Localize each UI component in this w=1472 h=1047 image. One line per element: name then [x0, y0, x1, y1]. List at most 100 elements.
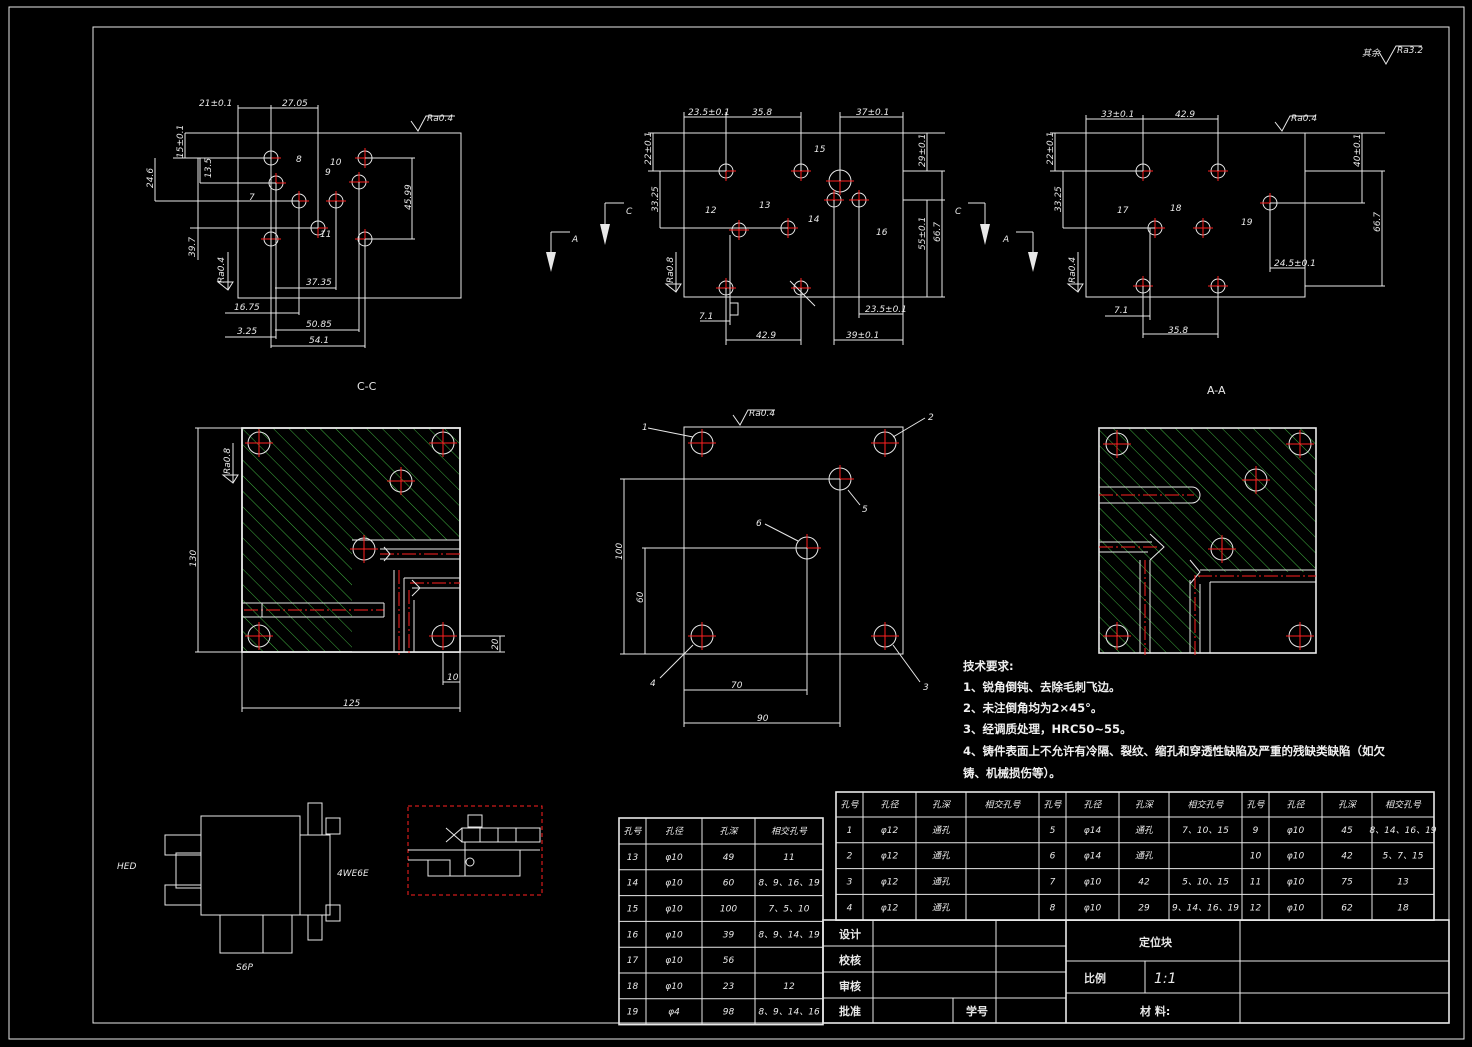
- table-header-cell: 孔径: [1083, 800, 1102, 811]
- table-cell: φ10: [1287, 903, 1305, 913]
- svg-text:1: 1: [642, 423, 648, 433]
- technical-requirements: 技术要求: 1、锐角倒钝、去除毛刺飞边。 2、未注倒角均为2×45°。 3、经调…: [963, 659, 1385, 780]
- table-cell: φ12: [881, 852, 899, 862]
- table-cell: φ10: [665, 956, 683, 966]
- svg-text:比例: 比例: [1084, 971, 1106, 985]
- svg-text:Ra0.4: Ra0.4: [217, 257, 227, 283]
- svg-text:90: 90: [757, 714, 769, 724]
- table-cell: 56: [723, 956, 735, 966]
- table-cell: φ4: [668, 1008, 680, 1018]
- sheet-border: [8, 6, 1465, 1040]
- table-cell: φ10: [665, 905, 683, 915]
- table-cell: 7、10、15: [1182, 826, 1229, 836]
- svg-text:42.9: 42.9: [756, 331, 776, 341]
- table-header-cell: 孔深: [719, 826, 739, 837]
- svg-text:125: 125: [343, 699, 360, 709]
- hole-table-left: 孔号13141516171819孔径φ10φ10φ10φ10φ10φ10φ4孔深…: [618, 817, 824, 1026]
- table-cell: 19: [627, 1008, 639, 1018]
- svg-text:35.8: 35.8: [1168, 326, 1188, 336]
- svg-text:C-C: C-C: [357, 380, 377, 393]
- table-cell: 通孔: [932, 851, 951, 862]
- svg-text:39.7: 39.7: [188, 237, 198, 257]
- table-cell: 3: [847, 878, 853, 888]
- svg-text:A: A: [1002, 235, 1009, 245]
- svg-text:学号: 学号: [966, 1004, 988, 1018]
- plan-view: Ra0.4 100 60 70 90 1 2 3 4 5 6: [615, 409, 934, 727]
- svg-text:10: 10: [447, 673, 459, 683]
- svg-text:14: 14: [808, 215, 820, 225]
- section-arrows: A C C A: [546, 202, 1038, 272]
- table-cell: 12: [1250, 903, 1262, 913]
- svg-text:54.1: 54.1: [309, 336, 329, 346]
- svg-text:7.1: 7.1: [699, 312, 713, 322]
- view-right-face: Ra0.4 Ra0.4 33±0.1 42.9 22±0.1 40±0.1 33…: [1046, 110, 1385, 397]
- title-block: 设计 校核 审核 批准 学号 定位块 比例 1:1 材 料:: [822, 919, 1450, 1024]
- table-cell: 通孔: [932, 902, 951, 913]
- table-cell: 13: [1397, 878, 1409, 888]
- svg-text:其余: 其余: [1362, 48, 1381, 59]
- table-cell: 17: [627, 956, 639, 966]
- svg-text:A: A: [571, 235, 578, 245]
- svg-text:5: 5: [862, 505, 868, 515]
- table-header-cell: 孔号: [1043, 800, 1062, 811]
- table-cell: 16: [627, 930, 639, 940]
- svg-text:45.99: 45.99: [404, 184, 414, 210]
- table-cell: 10: [1250, 852, 1262, 862]
- table-cell: φ12: [881, 878, 899, 888]
- svg-text:4WE6E: 4WE6E: [337, 869, 369, 879]
- svg-text:2、未注倒角均为2×45°。: 2、未注倒角均为2×45°。: [963, 701, 1102, 715]
- svg-text:18: 18: [1170, 204, 1182, 214]
- svg-text:33.25: 33.25: [651, 186, 661, 212]
- table-cell: 通孔: [1135, 825, 1154, 836]
- svg-text:60: 60: [636, 591, 646, 603]
- table-cell: φ10: [1287, 826, 1305, 836]
- svg-text:23.5±0.1: 23.5±0.1: [688, 108, 730, 118]
- svg-text:39±0.1: 39±0.1: [846, 331, 879, 341]
- svg-text:2: 2: [928, 413, 934, 423]
- svg-text:40±0.1: 40±0.1: [1353, 134, 1363, 167]
- table-cell: φ10: [665, 982, 683, 992]
- table-cell: 通孔: [1135, 851, 1154, 862]
- table-cell: 13: [627, 853, 639, 863]
- table-cell: φ10: [1084, 878, 1102, 888]
- table-cell: φ10: [1084, 903, 1102, 913]
- svg-text:Ra0.4: Ra0.4: [1068, 257, 1078, 283]
- table-header-cell: 孔深: [932, 800, 952, 811]
- svg-text:27.05: 27.05: [282, 99, 308, 109]
- table-cell: 5、7、15: [1383, 852, 1424, 862]
- svg-text:29±0.1: 29±0.1: [918, 134, 928, 167]
- svg-text:24.6: 24.6: [146, 168, 156, 188]
- table-cell: 12: [783, 982, 795, 992]
- table-cell: 8、9、14、16: [758, 1008, 820, 1018]
- table-header-cell: 孔径: [665, 826, 684, 837]
- table-cell: 5、10、15: [1182, 878, 1229, 888]
- svg-text:22±0.1: 22±0.1: [644, 132, 654, 165]
- table-cell: 8: [1050, 903, 1056, 913]
- svg-text:定位块: 定位块: [1139, 935, 1173, 949]
- svg-text:4: 4: [650, 679, 656, 689]
- table-header-cell: 孔深: [1135, 800, 1155, 811]
- svg-text:7.1: 7.1: [1114, 306, 1128, 316]
- svg-text:3、经调质处理，HRC50~55。: 3、经调质处理，HRC50~55。: [963, 722, 1132, 736]
- table-cell: 8、9、16、19: [758, 879, 820, 889]
- table-cell: φ10: [665, 879, 683, 889]
- svg-text:Ra0.8: Ra0.8: [223, 448, 233, 474]
- table-cell: φ12: [881, 903, 899, 913]
- svg-text:100: 100: [615, 543, 625, 560]
- svg-text:19: 19: [1241, 218, 1253, 228]
- svg-text:6: 6: [756, 519, 762, 529]
- table-cell: 29: [1138, 903, 1150, 913]
- view-front-face: Ra0.8 23.5±0.1 35.8 37±0.1 22±0.1 29±0.1…: [644, 108, 945, 345]
- svg-text:7: 7: [249, 193, 255, 203]
- svg-text:33.25: 33.25: [1054, 186, 1064, 212]
- table-cell: 8、9、14、19: [758, 930, 820, 940]
- table-cell: 14: [627, 879, 639, 889]
- svg-text:Ra0.4: Ra0.4: [1291, 114, 1317, 124]
- svg-text:20: 20: [491, 638, 501, 650]
- table-cell: 45: [1341, 826, 1353, 836]
- svg-text:C: C: [626, 207, 633, 217]
- table-cell: 39: [723, 930, 735, 940]
- svg-text:批准: 批准: [839, 1004, 861, 1018]
- roughness-note: 其余 Ra3.2: [1362, 45, 1423, 66]
- table-cell: 9、14、16、19: [1172, 903, 1239, 913]
